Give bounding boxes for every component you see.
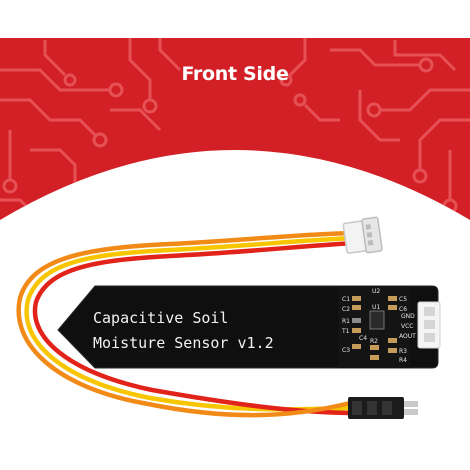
designator-c5: C5 <box>399 296 407 303</box>
banner-title: Front Side <box>181 63 289 85</box>
designator-t1: T1 <box>341 328 350 335</box>
smd-components <box>352 296 397 360</box>
board-label-line2: Moisture Sensor v1.2 <box>93 334 274 352</box>
designator-u2: U2 <box>372 288 380 295</box>
sensor-pcb: U2 C5 C1 C2 U1 C6 R1 T1 C4 R2 R3 C3 R4 G… <box>57 285 441 369</box>
designator-c1: C1 <box>342 296 350 303</box>
circuit-traces <box>0 38 470 217</box>
wire-red <box>32 240 358 416</box>
designator-u1: U1 <box>372 304 380 311</box>
pin-label-gnd: GND <box>401 313 415 320</box>
top-jst-connector <box>342 216 383 254</box>
pin-label-vcc: VCC <box>401 323 413 330</box>
dupont-connector <box>348 397 418 419</box>
wire-yellow <box>24 235 358 412</box>
designator-r3: R3 <box>399 348 407 355</box>
designator-c6: C6 <box>399 306 407 313</box>
cable <box>16 230 358 418</box>
designator-r1: R1 <box>342 318 350 325</box>
designator-c3: C3 <box>342 347 350 354</box>
wire-orange <box>16 230 358 418</box>
designator-c4: C4 <box>359 335 367 342</box>
pin-label-aout: AOUT <box>399 333 416 340</box>
designator-r4: R4 <box>399 357 407 364</box>
designator-r2: R2 <box>370 338 378 345</box>
designator-c2: C2 <box>342 306 350 313</box>
board-label-line1: Capacitive Soil <box>93 309 228 327</box>
